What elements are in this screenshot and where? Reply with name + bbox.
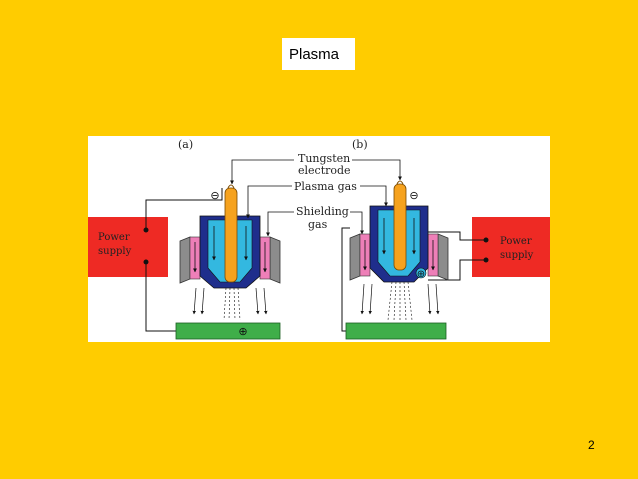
panel-b: (b) Power supply	[341, 138, 550, 340]
center-labels: Tungsten electrode Plasma gas Shielding …	[230, 152, 402, 237]
power-supply-b-label-1: Power	[500, 236, 532, 247]
diagram-canvas: (a) Power supply	[88, 138, 550, 340]
power-supply-b	[472, 217, 550, 277]
power-supply-a	[88, 217, 168, 277]
electrode-b-tip	[396, 180, 404, 185]
electrode-a-minus: ⊖	[210, 190, 219, 202]
label-gas: gas	[308, 218, 328, 231]
panel-a: (a) Power supply	[88, 138, 281, 340]
plasma-arc-diagram: (a) Power supply	[88, 136, 550, 342]
plasma-jet-a	[223, 287, 241, 321]
slide-title-box: Plasma	[282, 38, 355, 70]
wire-a-electrode	[145, 188, 223, 230]
electrode-a-tip	[227, 184, 235, 189]
power-supply-a-label-2: supply	[98, 246, 132, 257]
shield-cup-a-right	[269, 236, 281, 284]
shield-cup-a-left	[179, 236, 191, 284]
slide-title: Plasma	[289, 45, 340, 63]
electrode-a	[224, 187, 238, 283]
label-electrode: electrode	[298, 164, 351, 177]
electrode-b	[393, 183, 407, 271]
shield-flow-arrows-a	[192, 287, 268, 315]
panel-a-label: (a)	[178, 138, 193, 151]
workpiece-b	[345, 322, 447, 340]
label-shielding: Shielding	[296, 205, 349, 218]
power-supply-a-label-1: Power	[98, 232, 130, 243]
page-number: 2	[588, 438, 595, 452]
power-supply-b-label-2: supply	[500, 250, 534, 261]
shield-flow-arrows-b	[360, 283, 440, 315]
label-plasma-gas: Plasma gas	[294, 180, 357, 193]
leader-lines	[230, 159, 402, 237]
electrode-b-minus: ⊖	[409, 190, 418, 202]
gas-flow-arrows-b	[363, 218, 435, 271]
label-tungsten: Tungsten	[298, 152, 350, 165]
wire-b-ground	[341, 227, 350, 332]
nozzle-b-plus: ⊕	[417, 269, 425, 280]
shield-cup-b-right	[437, 233, 449, 281]
wire-b-electrode	[406, 231, 486, 241]
wire-a-workpiece	[145, 262, 176, 332]
panel-b-label: (b)	[352, 138, 368, 151]
workpiece-a-plus: ⊕	[238, 326, 247, 338]
plasma-jet-b	[387, 281, 413, 321]
workpiece-a	[175, 322, 281, 340]
gas-flow-arrows-a	[193, 226, 267, 273]
shield-cup-b-left	[349, 233, 361, 281]
wire-b-nozzle	[428, 259, 486, 281]
nozzle-b-plus-circle	[415, 267, 427, 279]
